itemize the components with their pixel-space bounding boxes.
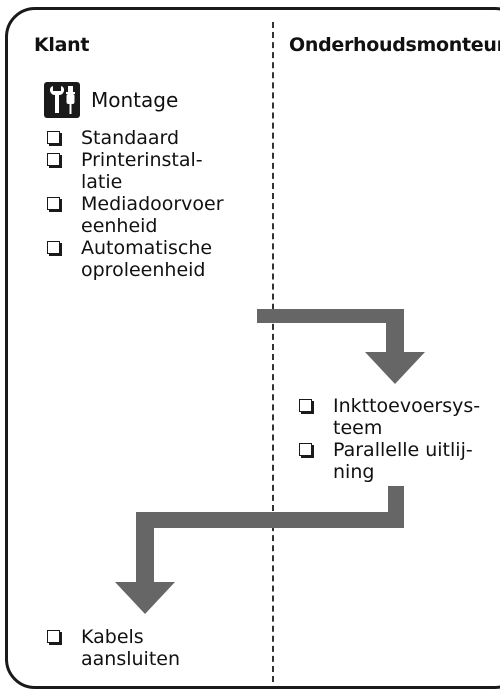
column-header-onderhoudsmonteur: Onderhoudsmonteur [289, 34, 500, 56]
checkbox-icon [47, 153, 60, 166]
tools-icon [44, 82, 80, 118]
final-checklist: Kabels aansluiten [47, 626, 257, 670]
checkbox-icon [299, 443, 312, 456]
montage-label: Montage [91, 88, 179, 112]
customer-checklist: Standaard Printerinstal- latie Mediadoor… [47, 127, 257, 281]
list-item: Standaard [47, 127, 257, 149]
technician-checklist: Inkttoevoersys- teem Parallelle uitlij- … [299, 395, 499, 483]
checkbox-icon [299, 399, 312, 412]
process-frame [5, 7, 500, 689]
flow-arrow-to-customer [115, 512, 404, 614]
column-header-klant: Klant [34, 34, 90, 56]
list-item: Parallelle uitlij- ning [299, 439, 499, 483]
checkbox-icon [47, 131, 60, 144]
checkbox-icon [47, 630, 60, 643]
list-item: Printerinstal- latie [47, 149, 257, 193]
list-item: Kabels aansluiten [47, 626, 257, 670]
checkbox-icon [47, 197, 60, 210]
list-item: Mediadoorvoer eenheid [47, 193, 257, 237]
list-item: Inkttoevoersys- teem [299, 395, 499, 439]
checkbox-icon [47, 241, 60, 254]
flow-arrow-to-technician [257, 309, 425, 384]
column-divider [272, 22, 274, 682]
list-item: Automatische oproleenheid [47, 237, 257, 281]
flow-arrow-connector [388, 486, 404, 528]
